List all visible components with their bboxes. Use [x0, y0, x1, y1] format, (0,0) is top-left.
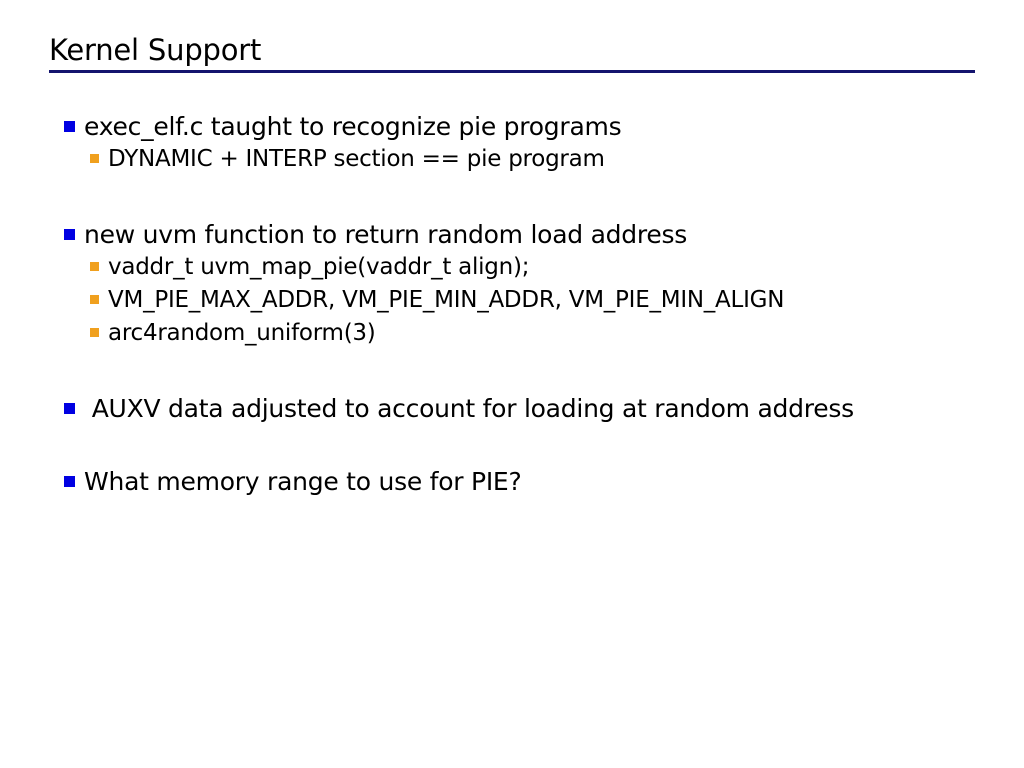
- bullet-list: exec_elf.c taught to recognize pie progr…: [0, 110, 1024, 498]
- bullet-item: new uvm function to return random load a…: [0, 218, 1024, 251]
- title-underline-rule: [49, 70, 975, 73]
- group-spacer: [0, 350, 1024, 392]
- bullet-square-icon: [90, 154, 99, 163]
- bullet-square-icon: [64, 121, 75, 132]
- bullet-item: arc4random_uniform(3): [0, 317, 1024, 350]
- bullet-item: vaddr_t uvm_map_pie(vaddr_t align);: [0, 251, 1024, 284]
- bullet-square-icon: [64, 229, 75, 240]
- bullet-square-icon: [90, 295, 99, 304]
- page-title: Kernel Support: [49, 33, 262, 67]
- bullet-text: What memory range to use for PIE?: [84, 467, 522, 496]
- bullet-text: new uvm function to return random load a…: [84, 220, 688, 249]
- bullet-text: DYNAMIC + INTERP section == pie program: [108, 146, 605, 172]
- bullet-square-icon: [90, 262, 99, 271]
- bullet-item: exec_elf.c taught to recognize pie progr…: [0, 110, 1024, 143]
- bullet-square-icon: [64, 476, 75, 487]
- bullet-text: vaddr_t uvm_map_pie(vaddr_t align);: [108, 254, 530, 280]
- bullet-item: AUXV data adjusted to account for loadin…: [0, 392, 1024, 425]
- bullet-item: DYNAMIC + INTERP section == pie program: [0, 143, 1024, 176]
- bullet-item: VM_PIE_MAX_ADDR, VM_PIE_MIN_ADDR, VM_PIE…: [0, 284, 1024, 317]
- bullet-text: arc4random_uniform(3): [108, 320, 376, 346]
- group-spacer: [0, 176, 1024, 218]
- group-spacer: [0, 425, 1024, 465]
- bullet-text: AUXV data adjusted to account for loadin…: [84, 394, 855, 423]
- bullet-item: What memory range to use for PIE?: [0, 465, 1024, 498]
- bullet-text: VM_PIE_MAX_ADDR, VM_PIE_MIN_ADDR, VM_PIE…: [108, 287, 785, 313]
- bullet-text: exec_elf.c taught to recognize pie progr…: [84, 112, 622, 141]
- bullet-square-icon: [64, 403, 75, 414]
- bullet-square-icon: [90, 328, 99, 337]
